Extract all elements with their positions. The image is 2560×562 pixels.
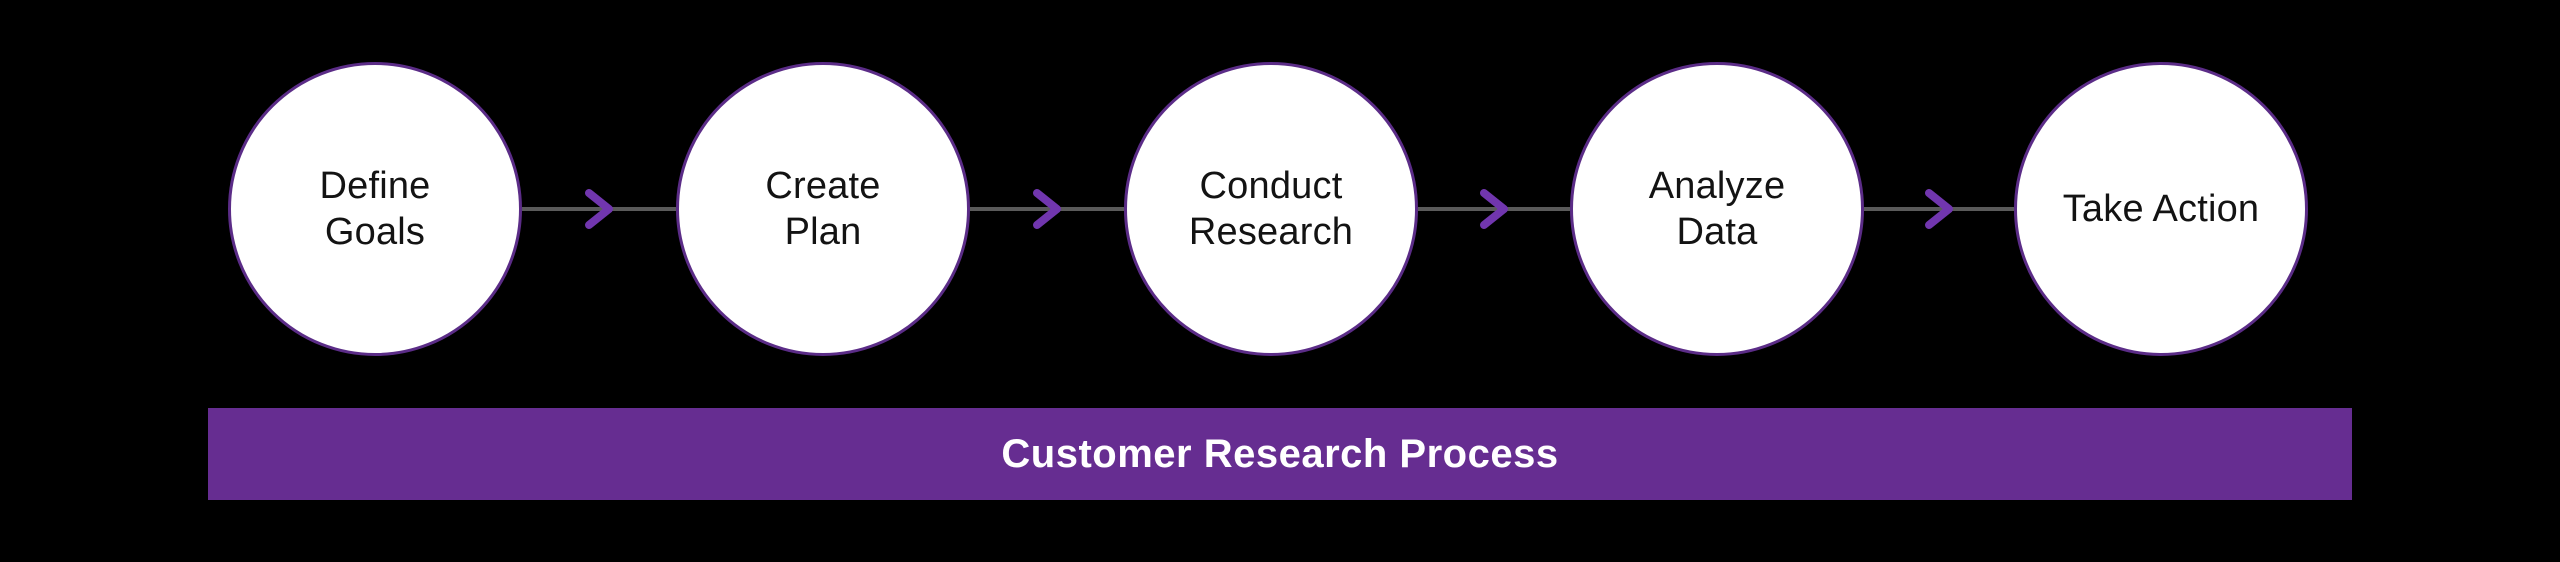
connector-line (522, 207, 676, 211)
connector-line (1418, 207, 1570, 211)
step-circle-analyze-data: Analyze Data (1570, 62, 1864, 356)
step-label-analyze-data: Analyze Data (1648, 164, 1786, 253)
arrow-right-icon (585, 189, 613, 229)
step-circle-define-goals: Define Goals (228, 62, 522, 356)
connector-line (1864, 207, 2014, 211)
connector-arrow-3 (1418, 187, 1570, 231)
step-circle-conduct-research: Conduct Research (1124, 62, 1418, 356)
step-circle-create-plan: Create Plan (676, 62, 970, 356)
connector-arrow-4 (1864, 187, 2014, 231)
step-label-create-plan: Create Plan (765, 164, 881, 253)
connector-line (970, 207, 1124, 211)
arrow-right-icon (1925, 189, 1953, 229)
step-label-take-action: Take Action (2062, 187, 2260, 230)
connector-arrow-2 (970, 187, 1124, 231)
arrow-right-icon (1033, 189, 1061, 229)
step-label-define-goals: Define Goals (319, 164, 431, 253)
diagram-title: Customer Research Process (1001, 431, 1559, 476)
step-label-conduct-research: Conduct Research (1188, 164, 1354, 253)
arrow-right-icon (1480, 189, 1508, 229)
connector-arrow-1 (522, 187, 676, 231)
title-banner: Customer Research Process (208, 408, 2352, 500)
step-circle-take-action: Take Action (2014, 62, 2308, 356)
